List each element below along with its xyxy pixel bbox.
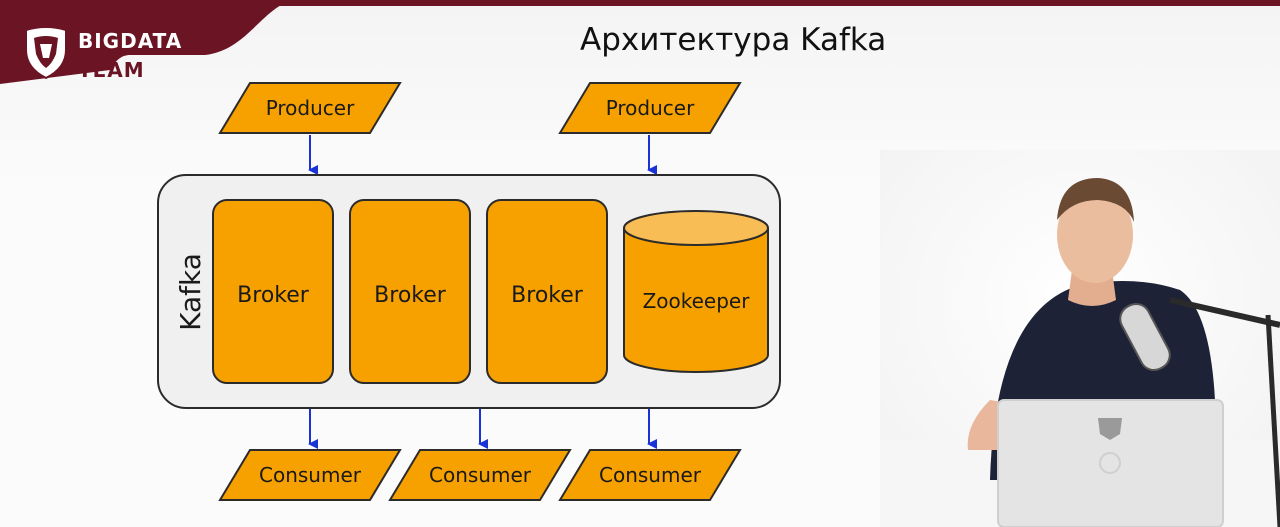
presenter-video	[880, 150, 1280, 527]
consumer-label: Consumer	[429, 463, 532, 487]
consumer-node: Consumer	[218, 449, 402, 501]
producer-label: Producer	[606, 96, 695, 120]
consumer-node: Consumer	[558, 449, 742, 501]
laptop-brand-icon	[1099, 452, 1121, 474]
zookeeper-label: Zookeeper	[643, 289, 751, 313]
logo: BIGDATA TEAM	[0, 0, 300, 84]
logo-text-line1: BIGDATA	[78, 29, 183, 53]
producer-node: Producer	[218, 82, 402, 134]
consumer-label: Consumer	[599, 463, 702, 487]
broker-node: Broker	[349, 199, 471, 384]
laptop-logo-icon	[1098, 418, 1122, 440]
page-title: Архитектура Kafka	[580, 22, 887, 58]
broker-node: Broker	[486, 199, 608, 384]
header-strip	[0, 0, 1280, 6]
logo-text-line2: TEAM	[78, 58, 145, 82]
consumer-node: Consumer	[388, 449, 572, 501]
cluster-label: Kafka	[174, 253, 207, 331]
broker-node: Broker	[212, 199, 334, 384]
shield-icon	[25, 26, 67, 80]
presenter-head	[1057, 187, 1133, 283]
presenter-hair	[1057, 178, 1134, 222]
zookeeper-node: Zookeeper	[623, 210, 769, 373]
consumer-label: Consumer	[259, 463, 362, 487]
logo-background	[0, 0, 300, 84]
broker-label: Broker	[511, 283, 584, 308]
producer-label: Producer	[266, 96, 355, 120]
producer-node: Producer	[558, 82, 742, 134]
mic-arm	[1169, 297, 1280, 328]
microphone-icon	[1119, 302, 1171, 372]
broker-label: Broker	[237, 283, 310, 308]
broker-label: Broker	[374, 283, 447, 308]
mic-stand	[1265, 314, 1280, 527]
laptop	[997, 399, 1224, 527]
